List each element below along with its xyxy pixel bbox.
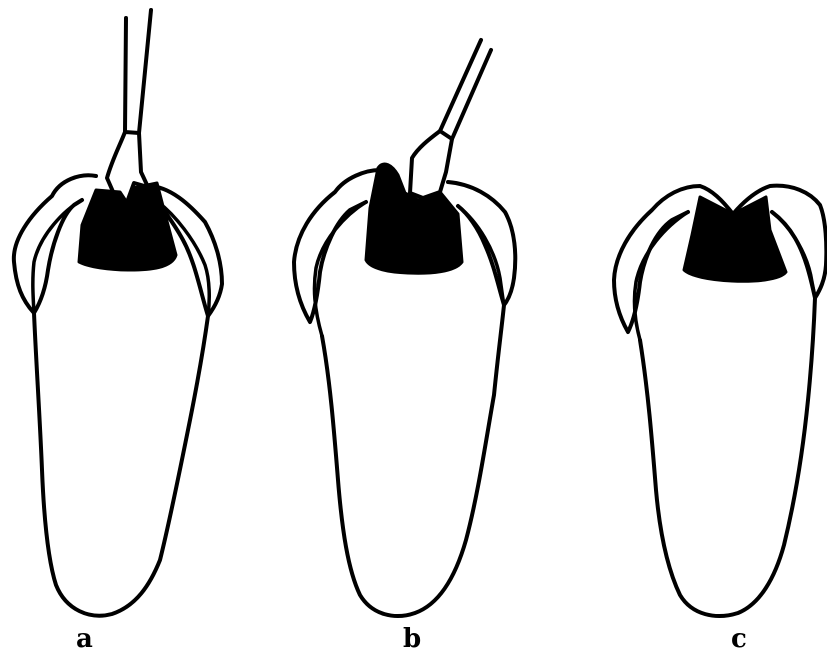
panel-a bbox=[14, 10, 222, 616]
panel-label-a: a bbox=[76, 626, 93, 652]
panel-c bbox=[614, 186, 826, 616]
tooth-root-a bbox=[34, 313, 208, 616]
panel-label-c: c bbox=[731, 626, 747, 652]
tooth-root-b bbox=[322, 305, 504, 616]
instrument-a bbox=[107, 10, 151, 205]
tooth-root-c bbox=[640, 298, 815, 616]
panel-label-b: b bbox=[403, 626, 421, 652]
instrument-b bbox=[410, 40, 491, 198]
panel-b bbox=[294, 40, 515, 616]
